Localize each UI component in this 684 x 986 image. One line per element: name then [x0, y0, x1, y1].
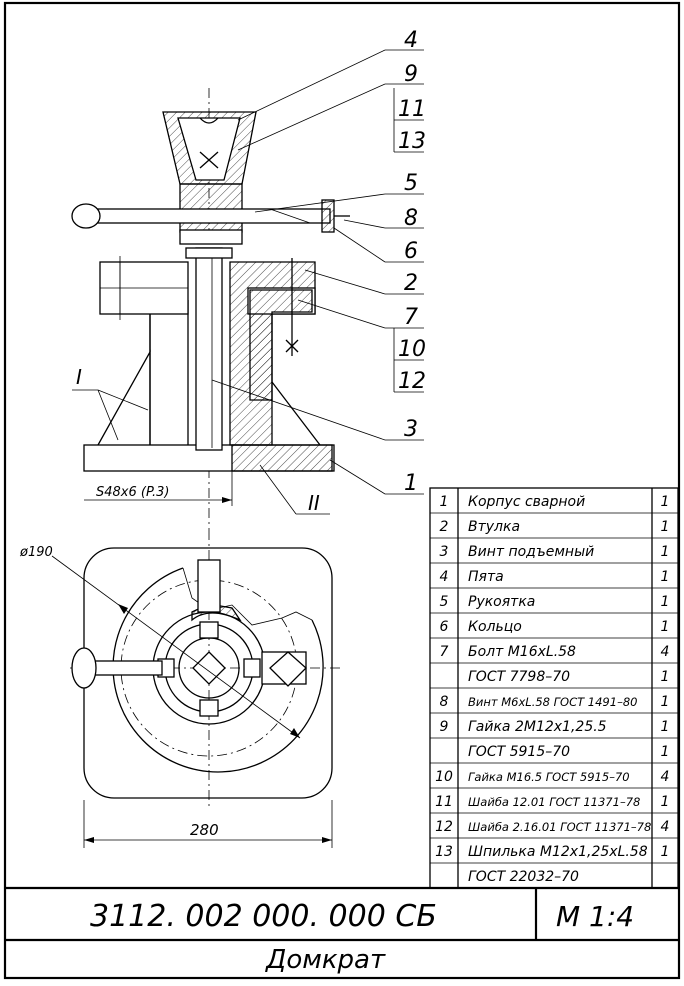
leader-8: 8	[404, 206, 418, 231]
leader-6: 6	[404, 239, 418, 264]
lifting-screw	[185, 247, 233, 451]
parts-row-number: 7	[440, 644, 449, 660]
thread-dimension: S48x6 (P.3)	[84, 460, 233, 506]
parts-row-name: Корпус сварной	[468, 494, 585, 510]
view-label-2: II	[308, 491, 320, 515]
thread-dimension-text: S48x6 (P.3)	[96, 485, 170, 500]
diameter-dimension-text: ø190	[19, 545, 53, 560]
parts-row-qty: 4	[661, 644, 670, 660]
parts-row-number: 13	[435, 844, 453, 860]
parts-row-number: 6	[440, 619, 449, 635]
drawing-scale: M 1:4	[556, 900, 634, 933]
leader-numbers: 4 9 11 13 5 8 6 2 7 10 12 3 1	[398, 28, 426, 496]
leader-lines	[211, 49, 424, 495]
parts-row-qty: 1	[661, 569, 670, 585]
leader-5: 5	[404, 171, 418, 196]
parts-row-number: 8	[440, 694, 449, 710]
sheet-frame	[3, 1, 681, 980]
parts-row-number: 10	[435, 769, 453, 785]
parts-row-number: 9	[440, 719, 449, 735]
parts-row-name: Гайка 2M12x1,25.5	[468, 719, 607, 735]
parts-row-qty: 1	[661, 544, 670, 560]
drawing-name: Домкрат	[265, 945, 386, 975]
parts-row-name: Винт M6xL.58 ГОСТ 1491–80	[468, 695, 637, 709]
parts-row-qty: 1	[661, 719, 670, 735]
leader-1: 1	[404, 471, 418, 496]
parts-row-number: 11	[435, 794, 453, 810]
parts-row-number: 1	[440, 494, 449, 510]
parts-row-name: Рукоятка	[468, 594, 535, 610]
parts-row-name: Втулка	[468, 519, 520, 535]
parts-row-qty: 1	[661, 494, 670, 510]
parts-row-qty: 1	[661, 844, 670, 860]
parts-row-name: ГОСТ 5915–70	[468, 744, 570, 760]
parts-row-qty: 1	[661, 669, 670, 685]
parts-row-qty: 1	[661, 794, 670, 810]
leader-4: 4	[404, 28, 418, 53]
handle-bar	[71, 199, 350, 233]
leader-13: 13	[398, 129, 426, 154]
drawing-designation: 3112. 002 000. 000 СБ	[90, 899, 437, 934]
width-dimension-text: 280	[190, 821, 219, 839]
parts-row-name: Болт M16xL.58	[468, 644, 576, 660]
parts-row-number: 4	[440, 569, 449, 585]
bushing-section	[229, 261, 316, 446]
view-label-1: I	[76, 365, 82, 389]
parts-row-qty: 1	[661, 519, 670, 535]
parts-row-name: ГОСТ 22032–70	[468, 869, 579, 885]
parts-row-number: 5	[440, 594, 449, 610]
parts-row-name: Пята	[468, 569, 504, 585]
parts-row-name: ГОСТ 7798–70	[468, 669, 570, 685]
leader-3: 3	[404, 417, 418, 442]
parts-row-name: Винт подъемный	[468, 544, 594, 560]
leader-11: 11	[398, 97, 426, 122]
top-view: ø190 280	[19, 530, 340, 848]
heel-cup	[162, 111, 257, 185]
parts-row-qty: 4	[661, 769, 670, 785]
leader-2: 2	[404, 271, 418, 296]
parts-row-name: Шпилька M12x1,25xL.58	[468, 844, 648, 860]
parts-row-qty: 1	[661, 694, 670, 710]
title-block: 3112. 002 000. 000 СБ M 1:4 Домкрат	[5, 886, 679, 975]
leader-9: 9	[404, 62, 418, 87]
parts-row-name: Шайба 12.01 ГОСТ 11371–78	[468, 795, 640, 809]
parts-row-qty: 4	[661, 819, 670, 835]
parts-row-number: 2	[440, 519, 449, 535]
parts-row-qty: 1	[661, 744, 670, 760]
parts-row-qty: 1	[661, 594, 670, 610]
parts-row-qty: 1	[661, 619, 670, 635]
leader-12: 12	[398, 369, 426, 394]
parts-row-name: Гайка M16.5 ГОСТ 5915–70	[468, 770, 630, 784]
parts-row-name: Шайба 2.16.01 ГОСТ 11371–78	[468, 820, 651, 834]
parts-row-number: 12	[435, 819, 453, 835]
leader-7: 7	[404, 305, 418, 330]
parts-row-name: Кольцо	[468, 619, 522, 635]
leader-10: 10	[398, 337, 426, 362]
front-view: I II	[71, 88, 350, 530]
parts-row-number: 3	[440, 544, 449, 560]
